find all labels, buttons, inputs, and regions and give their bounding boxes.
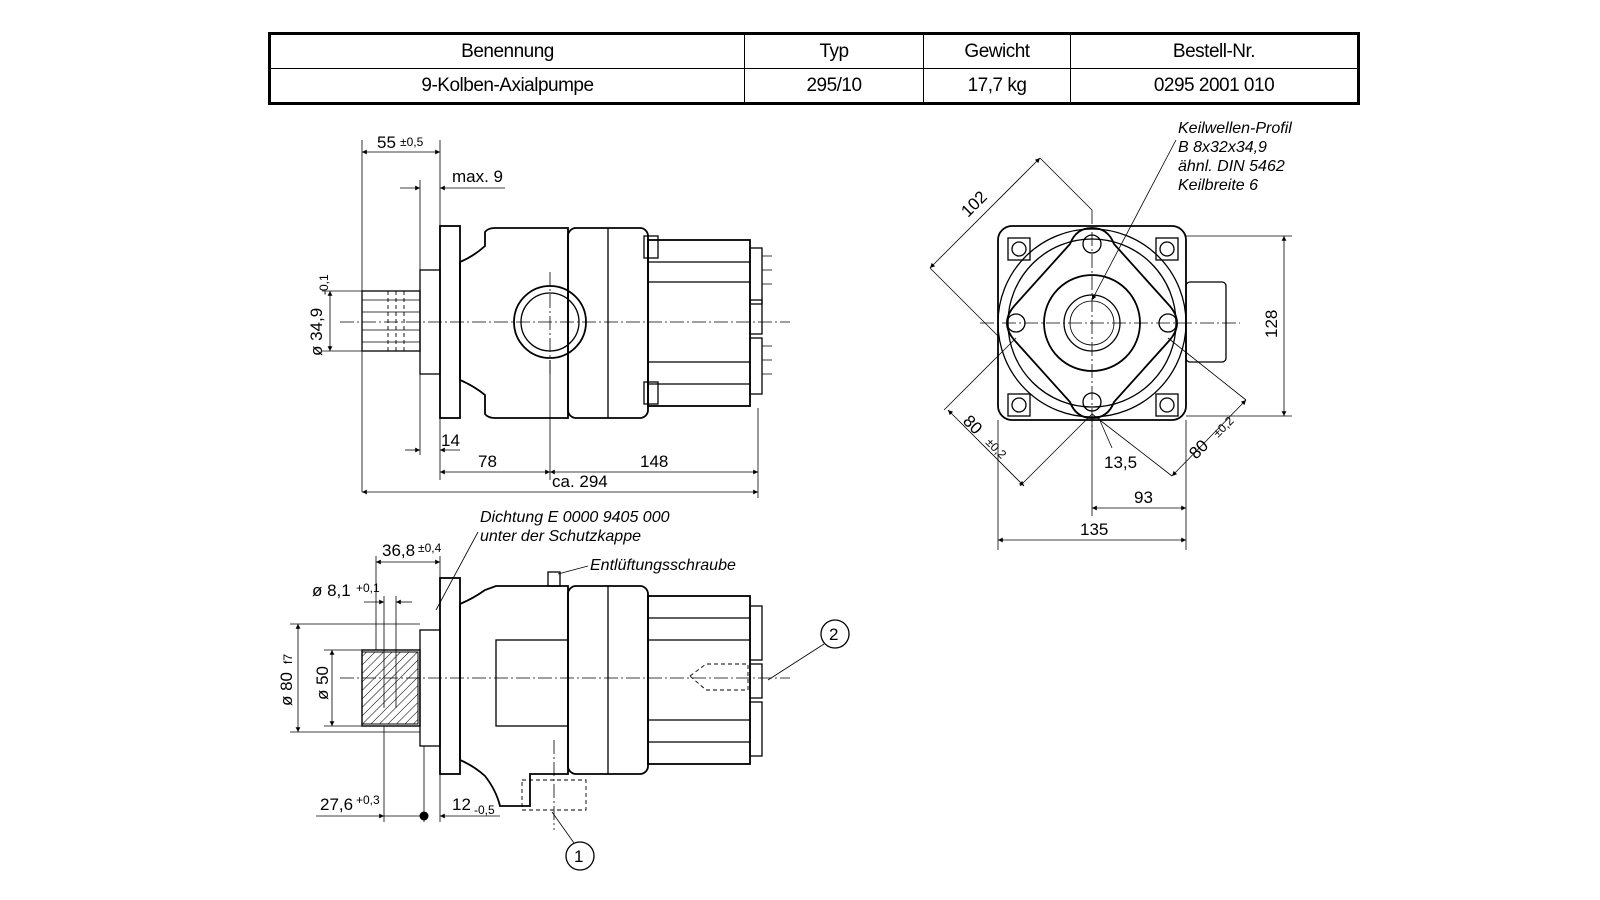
dim-55: 55 [377, 133, 396, 152]
bolt-head-mid [749, 299, 763, 335]
note-vent: Entlüftungsschraube [590, 557, 736, 574]
dim-128: 128 [1262, 310, 1281, 338]
dim-12: 12 [452, 795, 471, 814]
section-view: Dichtung E 0000 9405 000 unter der Schut… [277, 509, 850, 871]
note-spline-2: B 8x32x34,9 [1178, 139, 1267, 156]
cell-typ: 295/10 [744, 68, 924, 104]
dim-36-8: 36,8 [382, 541, 415, 560]
dim-148: 148 [640, 452, 668, 471]
dim-14: 14 [441, 431, 460, 450]
dim-dia-8-1: ø 8,1 [312, 581, 351, 600]
pump-rear [647, 239, 751, 407]
dim-dia-80: ø 80 [277, 672, 296, 706]
dim-dia-8-1-tol: +0,1 [356, 581, 380, 595]
note-spline-3: ähnl. DIN 5462 [1178, 158, 1285, 175]
dim-27-6: 27,6 [320, 795, 353, 814]
pump-body-front [459, 227, 569, 419]
dim-dia-50: ø 50 [313, 666, 332, 700]
bolt-head-top [749, 247, 763, 305]
hidden-bore [689, 663, 749, 691]
dim-102: 102 [957, 187, 990, 220]
dim-80-right: 80 [1185, 436, 1212, 463]
dim-55-tol: ±0,5 [400, 135, 424, 149]
dim-13-5: 13,5 [1104, 453, 1137, 472]
dim-80-left: 80 [959, 411, 986, 438]
cell-benennung: 9-Kolben-Axialpumpe [269, 68, 745, 104]
dim-dia-80-tol: f7 [281, 654, 295, 664]
cell-bestell-nr: 0295 2001 010 [1070, 68, 1359, 104]
callout-2: 2 [829, 625, 838, 644]
side-port [1185, 281, 1227, 363]
dim-80-left-tol: ±0,2 [983, 435, 1010, 462]
note-seal-1: Dichtung E 0000 9405 000 [480, 509, 670, 526]
spec-data-row: 9-Kolben-Axialpumpe 295/10 17,7 kg 0295 … [269, 68, 1359, 104]
spline-lines [362, 299, 420, 343]
dim-max9: max. 9 [452, 167, 503, 186]
dim-dia-34-9: ø 34,9 [307, 308, 326, 356]
spec-table: Benennung Typ Gewicht Bestell-Nr. 9-Kolb… [268, 32, 1360, 105]
dim-dia-34-9-tol: -0,1 [317, 274, 331, 295]
spline-hidden [387, 291, 405, 351]
dim-36-8-tol: ±0,4 [418, 541, 442, 555]
dim-80-right-tol: ±0,2 [1210, 414, 1237, 441]
dim-12-tol: -0,5 [474, 803, 495, 817]
note-seal-2: unter der Schutzkappe [480, 528, 641, 545]
dim-78: 78 [478, 452, 497, 471]
reference-dot [419, 811, 429, 821]
front-view: Keilwellen-Profil B 8x32x34,9 ähnl. DIN … [929, 120, 1292, 550]
section-body [459, 585, 569, 807]
note-spline-4: Keilbreite 6 [1178, 177, 1258, 194]
callout-1-circle [565, 841, 595, 871]
shaft-hatch [361, 651, 419, 725]
bolt-head-bottom [749, 337, 763, 395]
hidden-port [521, 779, 587, 811]
dim-294: ca. 294 [552, 472, 608, 491]
section-flange [439, 577, 461, 775]
side-view: 55 ±0,5 max. 9 ø 34,9 -0,1 14 78 148 ca.… [307, 133, 790, 498]
note-spline-1: Keilwellen-Profil [1178, 120, 1292, 137]
vent-screw [547, 571, 561, 587]
dim-93: 93 [1134, 488, 1153, 507]
callout-2-circle [820, 619, 850, 649]
dim-135: 135 [1080, 520, 1108, 539]
callout-1: 1 [574, 847, 583, 866]
dim-27-6-tol: +0,3 [356, 793, 380, 807]
header-typ: Typ [744, 33, 924, 69]
spec-header-row: Benennung Typ Gewicht Bestell-Nr. [269, 33, 1359, 69]
